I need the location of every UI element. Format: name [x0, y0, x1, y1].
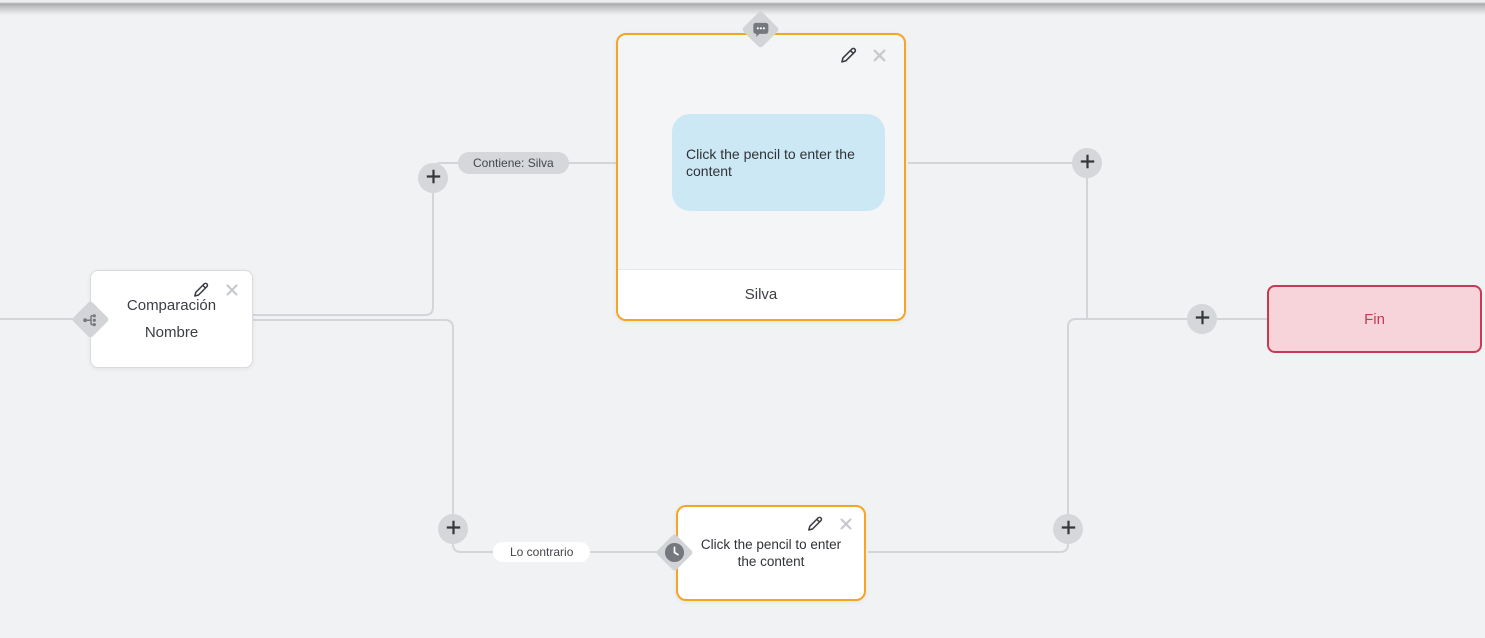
message-bubble: Click the pencil to enter the content — [672, 114, 885, 211]
connector-message-out — [908, 162, 1088, 318]
condition-node-handle[interactable] — [71, 300, 110, 339]
plus-icon — [1194, 309, 1211, 329]
edit-pencil-icon[interactable] — [806, 515, 823, 532]
message-footer-label: Silva — [744, 286, 778, 303]
add-node-button-bottom-right[interactable] — [1053, 514, 1083, 544]
message-node-footer: Silva — [618, 269, 904, 319]
end-node[interactable]: Fin — [1267, 285, 1482, 353]
edit-pencil-icon[interactable] — [840, 47, 857, 64]
clock-icon — [664, 542, 685, 563]
add-node-button-top-left[interactable] — [418, 163, 448, 193]
add-node-button-bottom-left[interactable] — [438, 514, 468, 544]
condition-title-line2: Nombre — [144, 324, 199, 341]
connector-condition-to-placeholder — [253, 319, 676, 553]
plus-icon — [1060, 519, 1077, 539]
placeholder-node-handle[interactable] — [655, 533, 694, 572]
placeholder-node[interactable]: Click the pencil to enter the content — [676, 505, 866, 601]
close-icon[interactable] — [223, 281, 240, 298]
edge-label-otherwise[interactable]: Lo contrario — [493, 542, 591, 562]
close-icon[interactable] — [837, 515, 854, 532]
placeholder-node-text: Click the pencil to enter the content — [700, 537, 842, 569]
message-node-handle[interactable] — [741, 10, 780, 49]
plus-icon — [1079, 153, 1096, 173]
branch-icon — [82, 311, 100, 329]
edit-pencil-icon[interactable] — [192, 281, 209, 298]
edge-label-contains-text: Contiene: Silva — [473, 156, 554, 170]
message-bubble-text: Click the pencil to enter the content — [686, 145, 855, 179]
message-node[interactable]: Click the pencil to enter the content Si… — [616, 33, 906, 321]
condition-node[interactable]: Comparación Nombre — [90, 270, 253, 368]
connector-placeholder-to-end — [868, 318, 1267, 553]
add-node-button-before-end[interactable] — [1187, 304, 1217, 334]
edge-label-contains[interactable]: Contiene: Silva — [458, 152, 569, 174]
condition-title-line1: Comparación — [126, 297, 217, 314]
edge-label-otherwise-text: Lo contrario — [510, 545, 574, 559]
add-node-button-top-right[interactable] — [1072, 148, 1102, 178]
end-node-label: Fin — [1364, 310, 1385, 328]
plus-icon — [425, 168, 442, 188]
plus-icon — [445, 519, 462, 539]
close-icon[interactable] — [871, 47, 888, 64]
chat-bubble-icon — [752, 21, 770, 38]
